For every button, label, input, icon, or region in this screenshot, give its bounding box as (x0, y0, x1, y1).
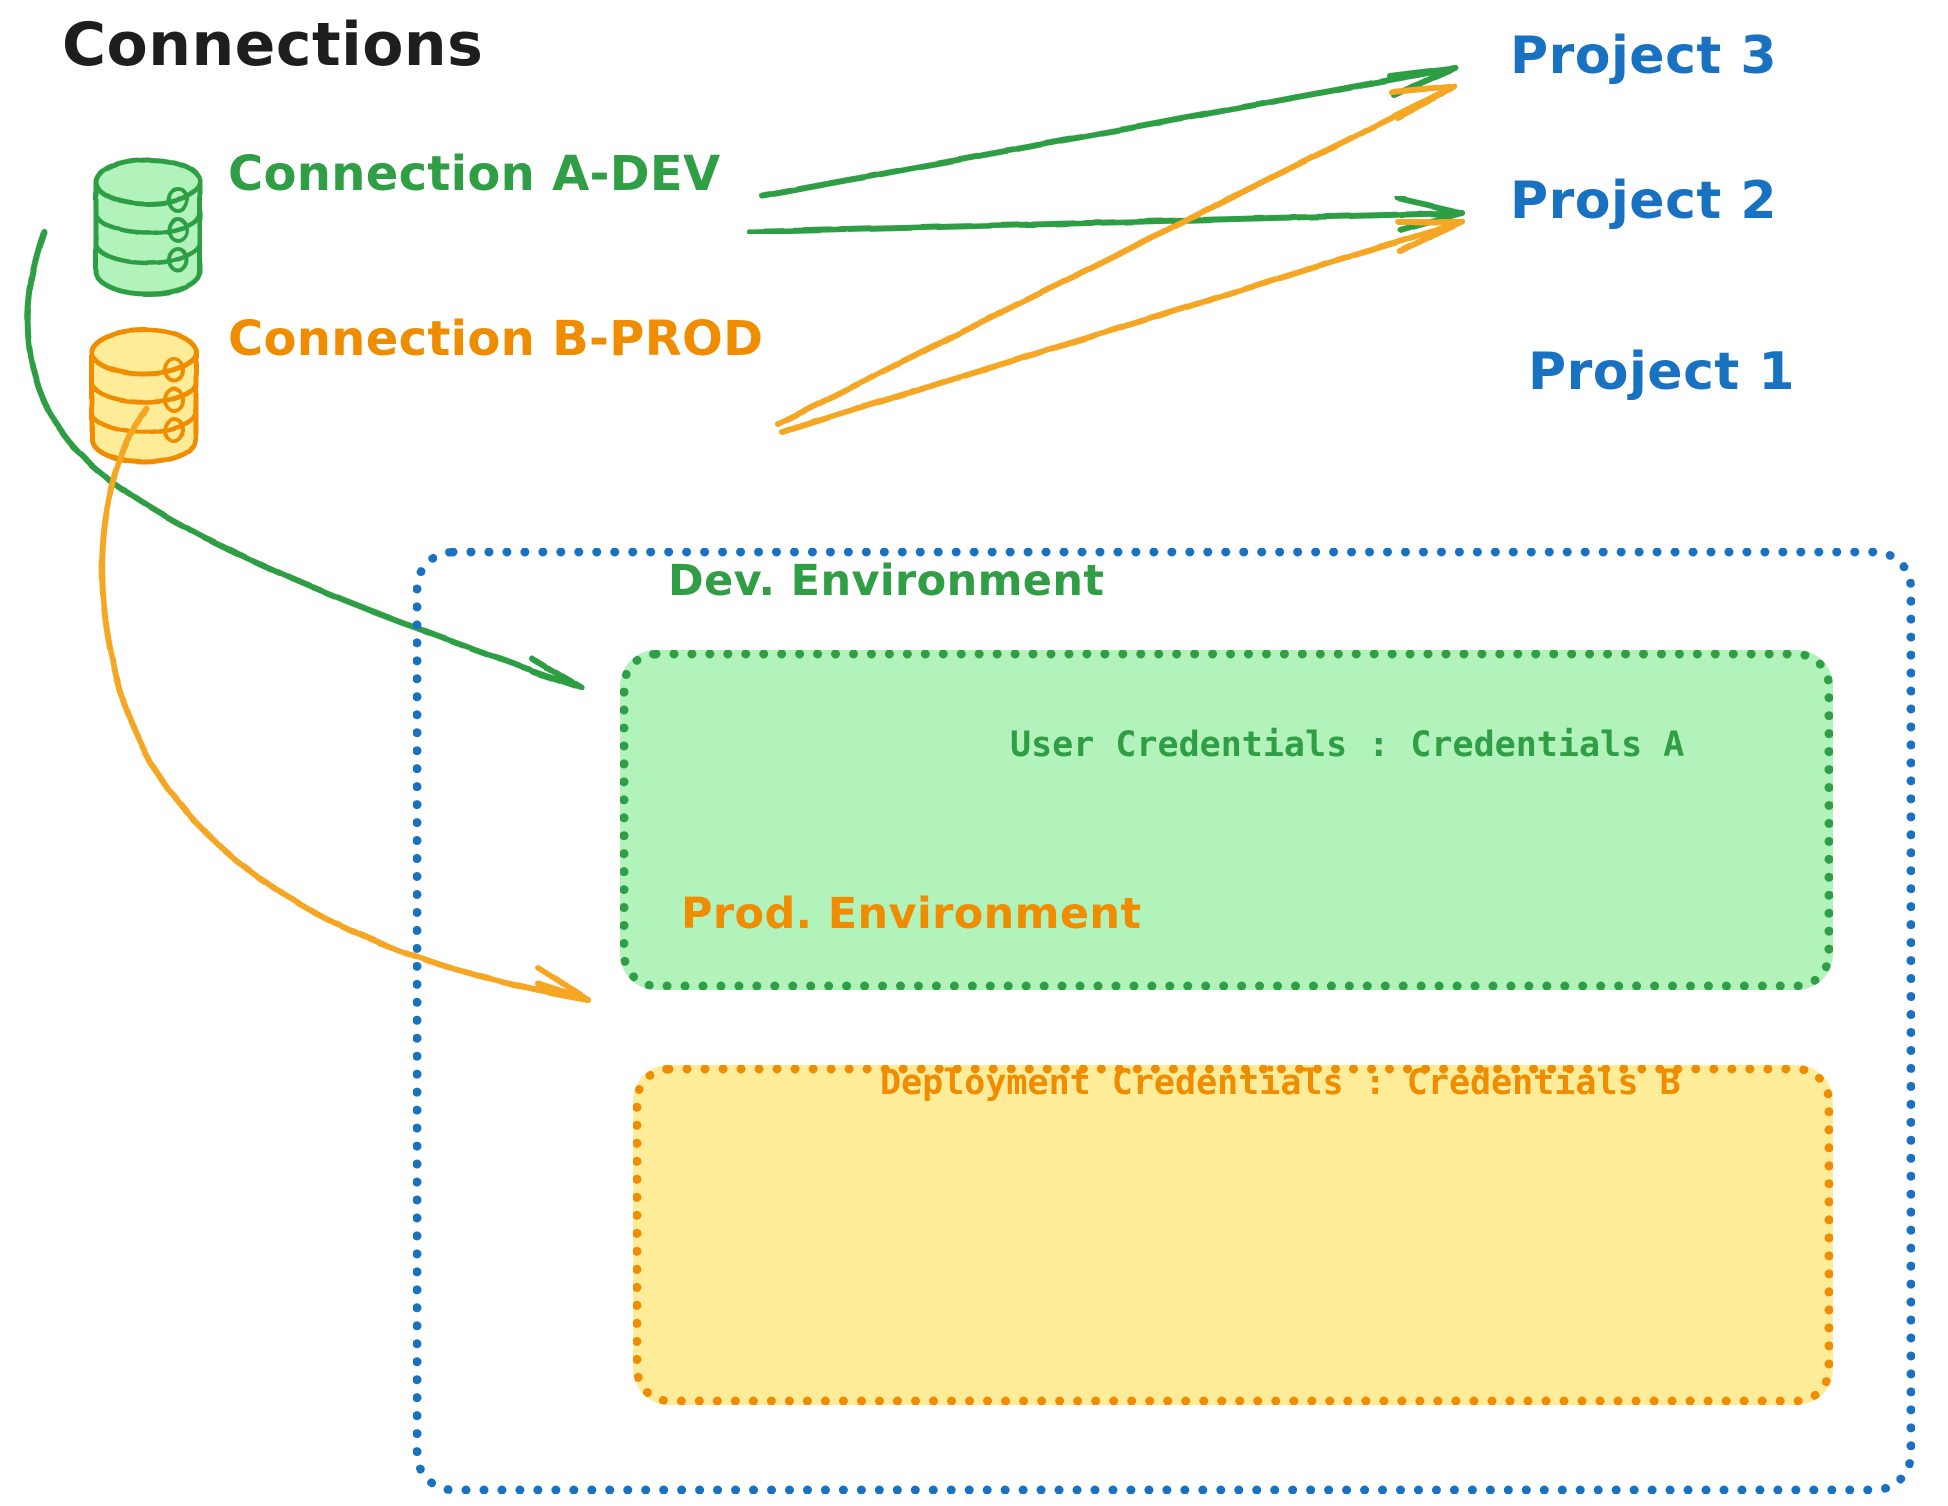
project-2-label[interactable]: Project 2 (1510, 171, 1778, 231)
prod-credentials-text: Deployment Credentials : Credentials B (880, 1063, 1681, 1103)
prod-environment-box[interactable] (633, 1065, 1833, 1405)
arrow-adev-to-dev-environment (24, 229, 585, 691)
arrow-bprod-to-project3 (775, 83, 1458, 427)
project-3-label[interactable]: Project 3 (1510, 26, 1778, 86)
dev-environment-box[interactable] (620, 650, 1833, 990)
connection-a-dev-label[interactable]: Connection A-DEV (228, 146, 721, 202)
dev-credentials-text: User Credentials : Credentials A (1010, 725, 1685, 765)
arrow-adev-to-project3 (759, 65, 1458, 199)
dev-environment-title: Dev. Environment (668, 556, 1105, 606)
database-icon-a-dev[interactable] (93, 157, 203, 297)
project-1-label[interactable]: Project 1 (1528, 342, 1796, 402)
arrow-bprod-to-prod-environment (99, 405, 591, 1003)
prod-environment-title: Prod. Environment (681, 889, 1142, 939)
arrow-adev-to-project2 (747, 195, 1465, 235)
page-title: Connections (62, 10, 484, 80)
connection-b-prod-label[interactable]: Connection B-PROD (228, 311, 764, 367)
project1-container (413, 548, 1915, 1494)
database-icon-b-prod[interactable] (89, 327, 199, 465)
arrow-bprod-to-project2 (779, 219, 1465, 435)
